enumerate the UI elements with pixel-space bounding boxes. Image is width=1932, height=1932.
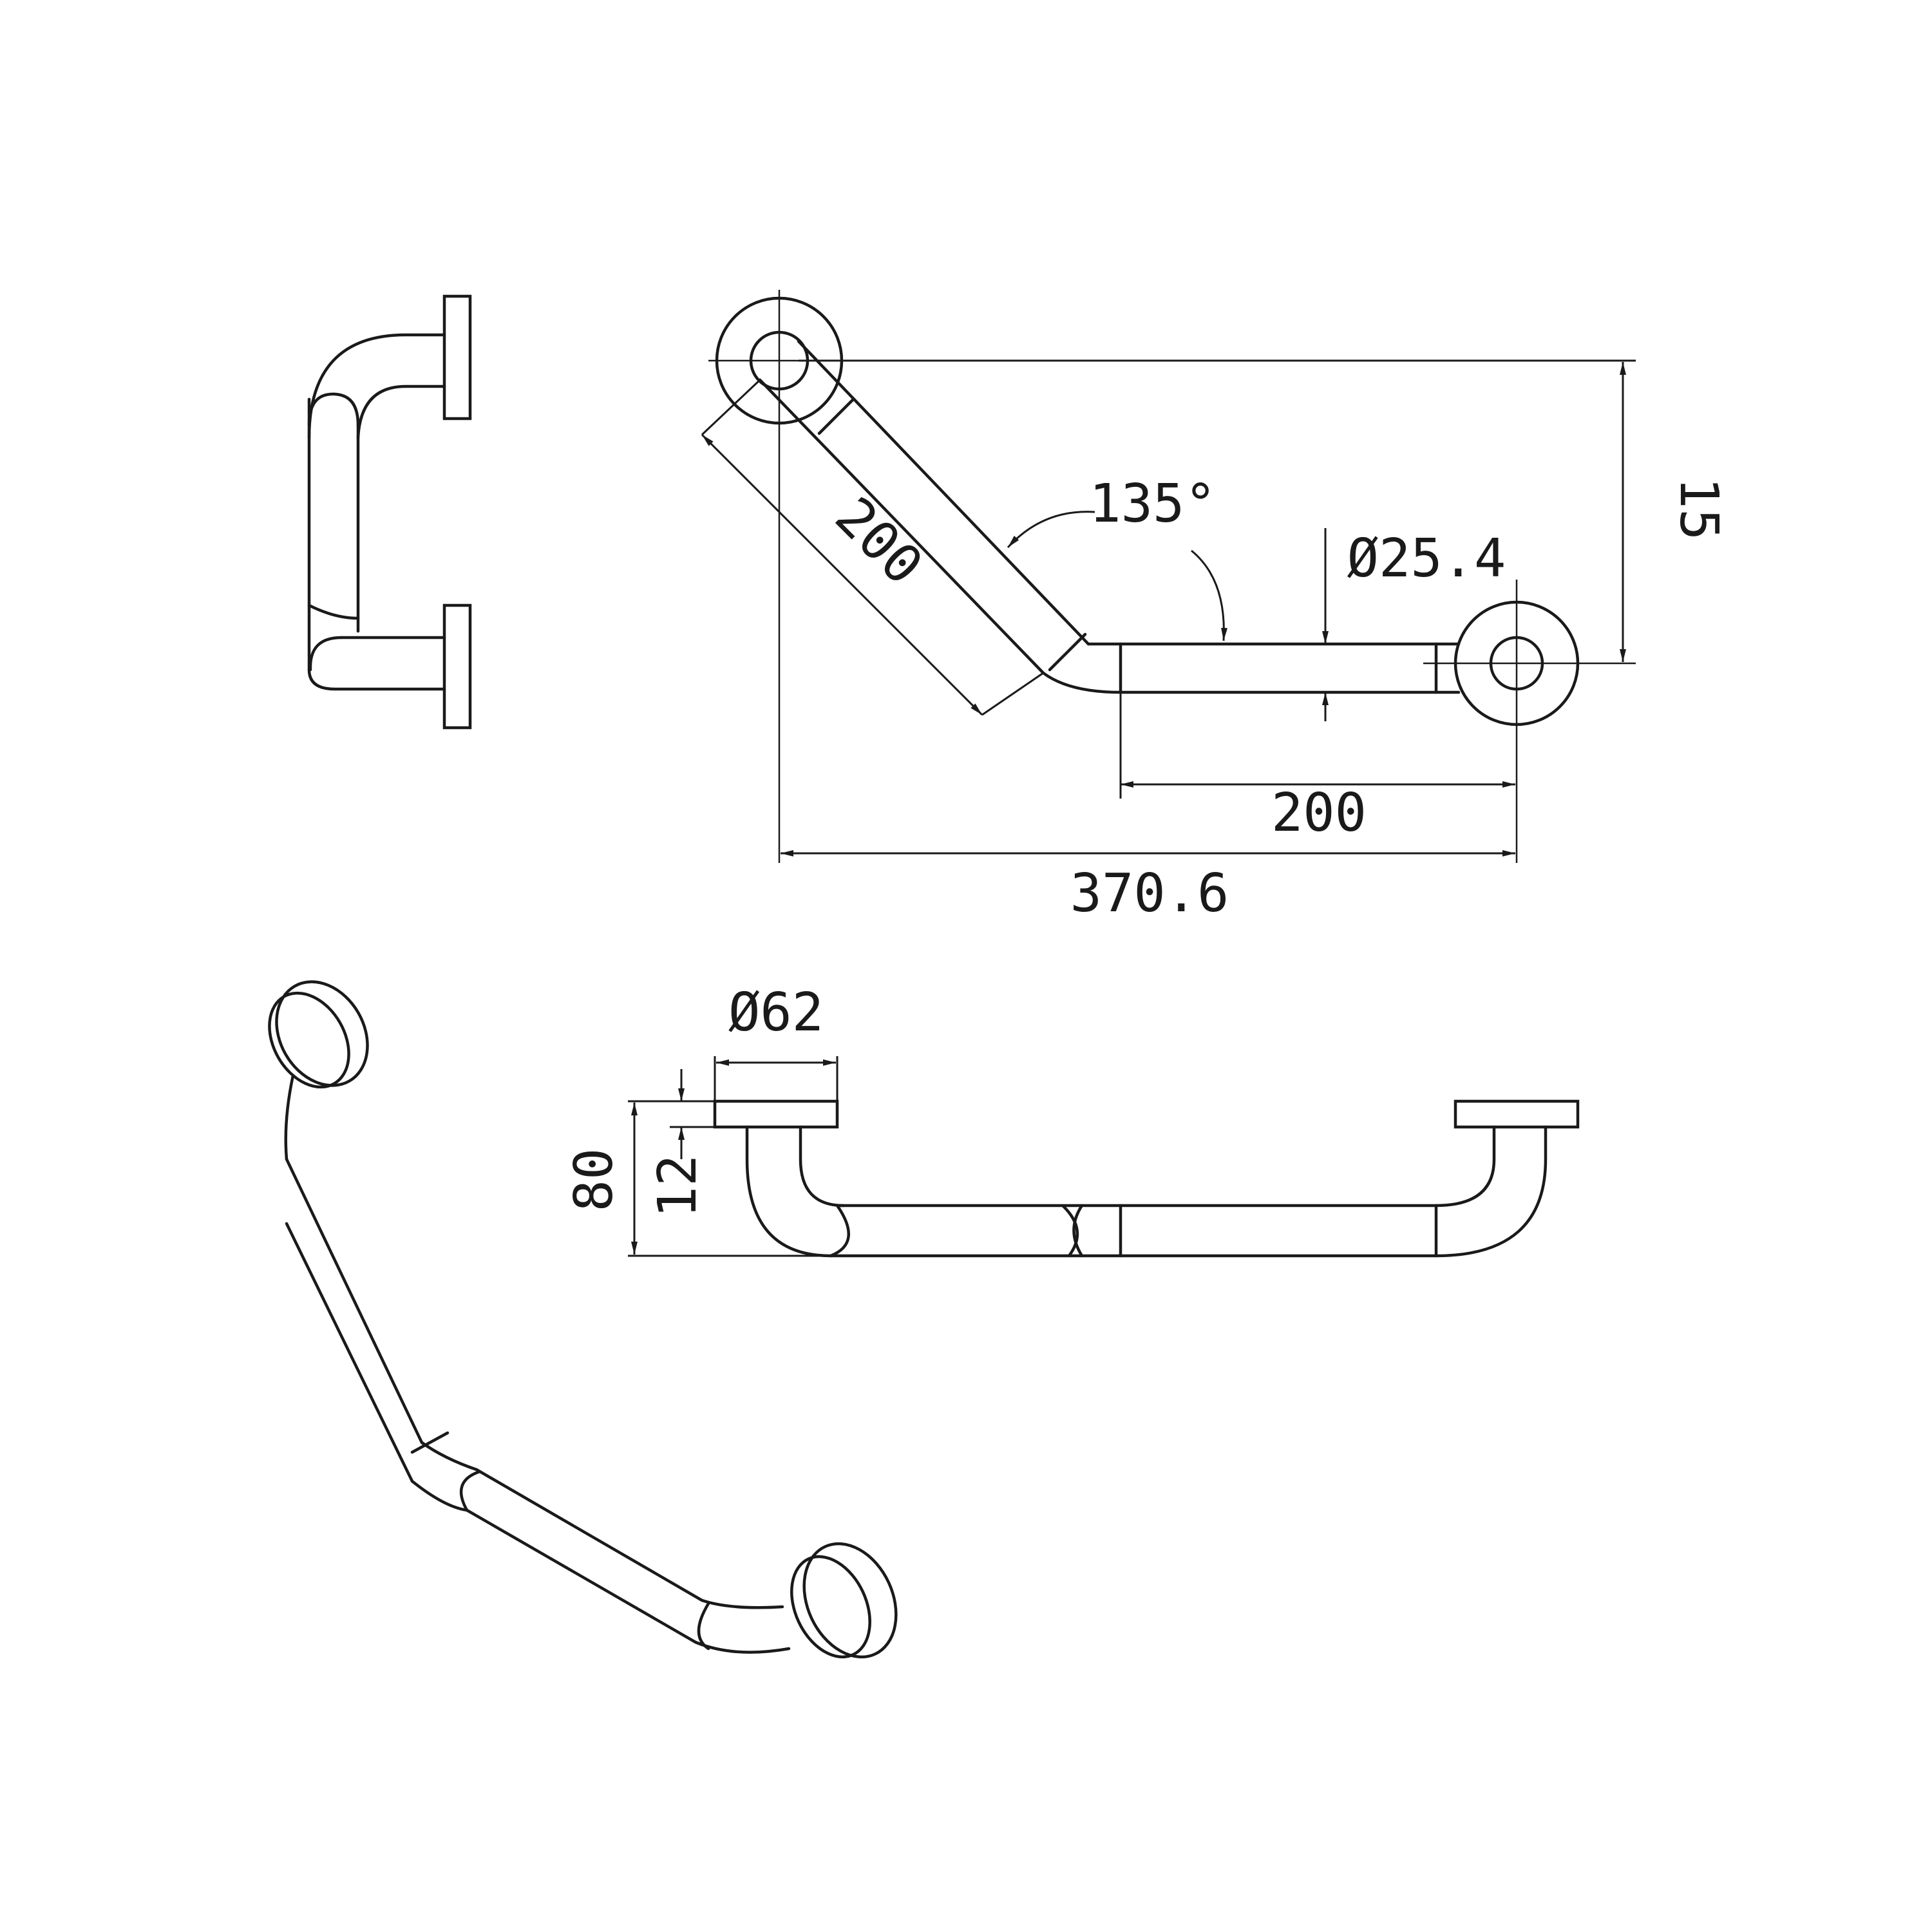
iso-lower-bend-cap bbox=[697, 1602, 710, 1651]
plan-overall-width-value: 370.6 bbox=[1070, 863, 1229, 924]
iso-lower-bend-top bbox=[700, 1598, 784, 1609]
iso-bottom-flange-front bbox=[790, 1555, 871, 1659]
plan-view: 15 200 135° Ø25.4 200 370.6 bbox=[701, 290, 1729, 924]
iso-bend-cap bbox=[459, 1470, 482, 1512]
side-view-bottom-flange bbox=[442, 603, 472, 730]
front-left-bend-inner bbox=[799, 1125, 846, 1208]
side-view-top-bend-inner bbox=[356, 384, 446, 440]
iso-bottom-flange-back bbox=[802, 1542, 898, 1659]
plan-angle-value: 135° bbox=[1089, 473, 1216, 535]
plan-bend-joint bbox=[1048, 632, 1087, 672]
front-left-bend-outer bbox=[745, 1125, 833, 1258]
plan-angled-tube-top bbox=[797, 339, 1090, 646]
side-view-lower-outer bbox=[307, 668, 446, 691]
front-grip-end-a bbox=[1061, 1204, 1079, 1258]
isometric-view bbox=[268, 980, 898, 1659]
side-view bbox=[307, 294, 472, 730]
plan-angled-length-dimension-line bbox=[701, 433, 983, 716]
front-view: 80 12 Ø62 bbox=[564, 982, 1580, 1258]
side-view-top-flange bbox=[442, 294, 472, 421]
front-right-flange bbox=[1454, 1099, 1580, 1129]
plan-angle-arc-left bbox=[1007, 511, 1095, 549]
side-view-lower-cap bbox=[308, 636, 343, 672]
front-left-flange bbox=[713, 1099, 839, 1129]
front-projection-value: 80 bbox=[564, 1148, 625, 1212]
plan-angled-ext-2 bbox=[981, 672, 1044, 716]
plan-angled-ext-1 bbox=[701, 379, 761, 436]
front-right-bend-outer bbox=[1434, 1125, 1548, 1258]
front-grip-end-b bbox=[1072, 1204, 1084, 1258]
plan-angled-length-value: 200 bbox=[823, 486, 934, 597]
iso-lower-bend-bottom bbox=[694, 1640, 791, 1654]
front-flange-diameter-value: Ø62 bbox=[728, 982, 824, 1043]
plan-angled-tube-joint bbox=[817, 397, 855, 435]
side-view-grip-top bbox=[307, 392, 360, 427]
front-right-bend-inner bbox=[1434, 1125, 1496, 1208]
plan-straight-length-value: 200 bbox=[1271, 782, 1367, 844]
iso-top-bend-inner bbox=[284, 1074, 295, 1161]
iso-upper-joint bbox=[410, 1431, 450, 1454]
plan-tube-diameter-value: Ø25.4 bbox=[1347, 528, 1506, 589]
plan-bend-bottom bbox=[1041, 671, 1122, 694]
iso-upper-tube-right bbox=[285, 1157, 424, 1444]
front-left-bend-cap bbox=[829, 1204, 851, 1258]
iso-lower-tube-top bbox=[475, 1468, 704, 1602]
iso-lower-tube-bottom bbox=[465, 1508, 697, 1644]
iso-bend-top bbox=[420, 1441, 478, 1472]
iso-upper-tube-left bbox=[285, 1222, 414, 1483]
front-thickness-value: 12 bbox=[647, 1155, 708, 1218]
plan-height-dimension-value: 15 bbox=[1668, 477, 1729, 541]
plan-angle-arc-right bbox=[1191, 549, 1228, 641]
iso-top-flange-front bbox=[268, 991, 350, 1089]
iso-top-flange-back bbox=[275, 980, 369, 1087]
side-view-grip-bottom bbox=[307, 603, 360, 620]
iso-bend-bottom bbox=[410, 1479, 469, 1512]
